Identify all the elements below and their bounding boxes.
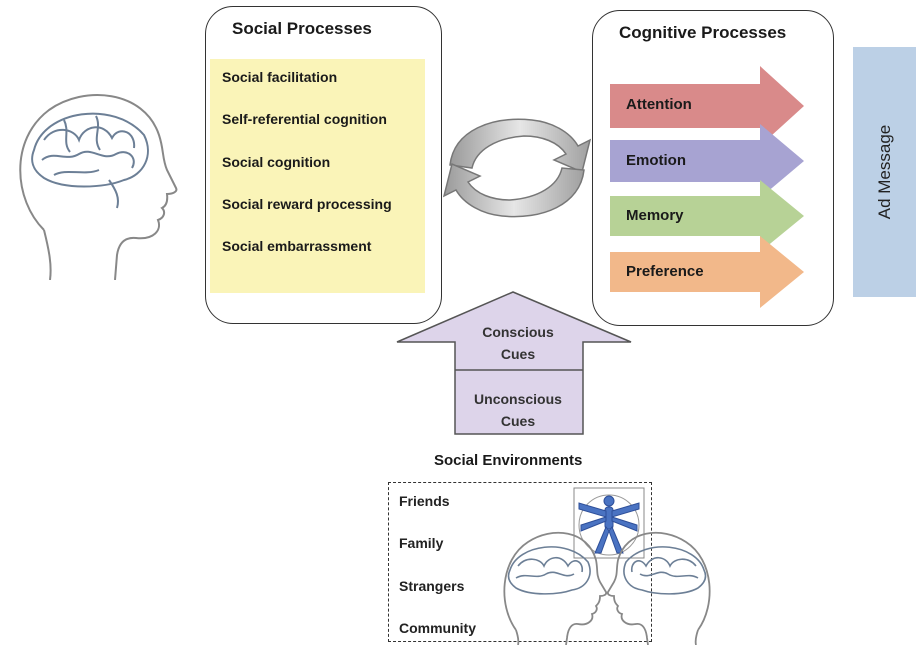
ad-message-label: Ad Message (874, 124, 894, 220)
environment-item: Friends (399, 493, 450, 509)
social-process-item: Social cognition (222, 154, 331, 170)
social-process-item: Social reward processing (222, 196, 392, 212)
cycle-arrows-icon (442, 118, 592, 218)
cues-arrow (396, 291, 632, 435)
emotion-label: Emotion (626, 152, 686, 169)
attention-label: Attention (626, 96, 692, 113)
social-processes-title: Social Processes (232, 19, 372, 38)
social-processes-box: Social Processes Social facilitation Sel… (205, 6, 442, 324)
social-process-item: Social embarrassment (222, 238, 372, 254)
cognitive-processes-title: Cognitive Processes (619, 23, 787, 42)
attention-arrow (610, 66, 804, 146)
environment-item: Community (399, 620, 476, 636)
cognitive-arrows (610, 66, 804, 308)
preference-arrow (610, 236, 804, 308)
preference-label: Preference (626, 263, 704, 280)
social-environments-box: Friends Family Strangers Community (388, 482, 652, 642)
ad-message-box: Ad Message (853, 47, 916, 297)
unconscious-cues-label: Unconscious Cues (474, 391, 562, 429)
emotion-arrow (610, 124, 804, 198)
memory-label: Memory (626, 207, 684, 224)
social-processes-panel: Social facilitation Self-referential cog… (210, 59, 425, 293)
vitruvian-figure-icon (573, 487, 645, 559)
memory-arrow (610, 180, 804, 252)
conscious-cues-label: Conscious Cues (482, 324, 554, 362)
facing-heads-icon (503, 531, 711, 645)
environment-item: Family (399, 535, 444, 551)
social-environments-title: Social Environments (434, 452, 583, 469)
brain-head-icon (19, 94, 178, 280)
social-process-item: Social facilitation (222, 69, 338, 85)
social-process-item: Self-referential cognition (222, 111, 387, 127)
environment-item: Strangers (399, 578, 465, 594)
